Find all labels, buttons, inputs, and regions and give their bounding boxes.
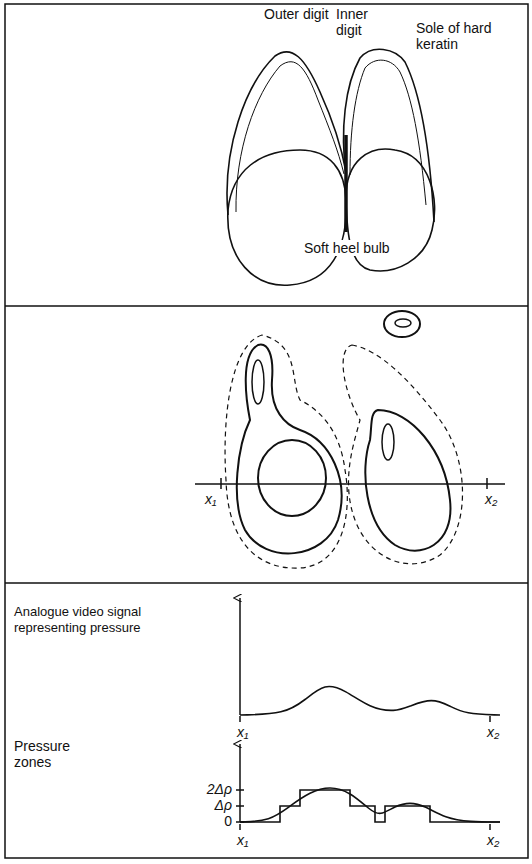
axis-label: x₂ [485,724,501,740]
interdigital-cleft [344,135,348,232]
axis-label: x₂ [483,491,499,507]
y-axis [239,744,241,822]
contour-solid [382,424,394,460]
step-function [240,790,500,822]
part-label: Outer digit [262,6,336,22]
part-label: Soft heel bulb [302,240,392,256]
frame [5,4,528,858]
outer-heel-bulb [228,150,346,285]
hoof-drawing [227,49,435,285]
contour-solid [237,345,342,554]
tick-label: Δρ [190,797,234,813]
y-axis [239,598,241,715]
contour-solid [395,319,411,327]
inner-digit-sole [344,49,434,222]
tick-mark [486,478,488,489]
tick-mark [236,789,244,791]
contour-solid [384,311,420,337]
contour-dashed [343,345,462,564]
contour-dashed [225,335,347,568]
axis-title: Analogue video signal representing press… [12,604,144,636]
tick-label: 0 [190,813,234,829]
inner-digit-keratin-line [350,60,426,205]
tick-mark [489,824,491,830]
signal-axes [236,598,500,830]
tick-mark [489,716,491,722]
axis-label: x₁ [235,832,250,848]
contour-solid [252,360,264,404]
signal-curve [240,788,500,822]
tick-mark [236,805,244,807]
part-label: Inner digit [334,6,390,38]
axis-label: x₁ [203,491,218,507]
panel-divider [5,305,528,307]
contour-solid [258,440,326,516]
tick-mark [220,478,222,489]
outer-digit-sole [227,52,346,215]
axis-label: x₂ [485,832,501,848]
tick-mark [239,824,241,830]
outer-digit-keratin-line [236,62,344,212]
axis-label: x₁ [235,724,250,740]
contour-solid [365,410,450,551]
axis-title: Pressure zones [12,738,96,770]
tick-label: 2Δρ [190,781,234,797]
part-label: Sole of hard keratin [414,20,496,52]
panel-divider [5,582,528,584]
signal-curve [240,686,500,715]
tick-mark [239,716,241,722]
scan-line [195,483,505,485]
contour-plot [195,311,505,568]
